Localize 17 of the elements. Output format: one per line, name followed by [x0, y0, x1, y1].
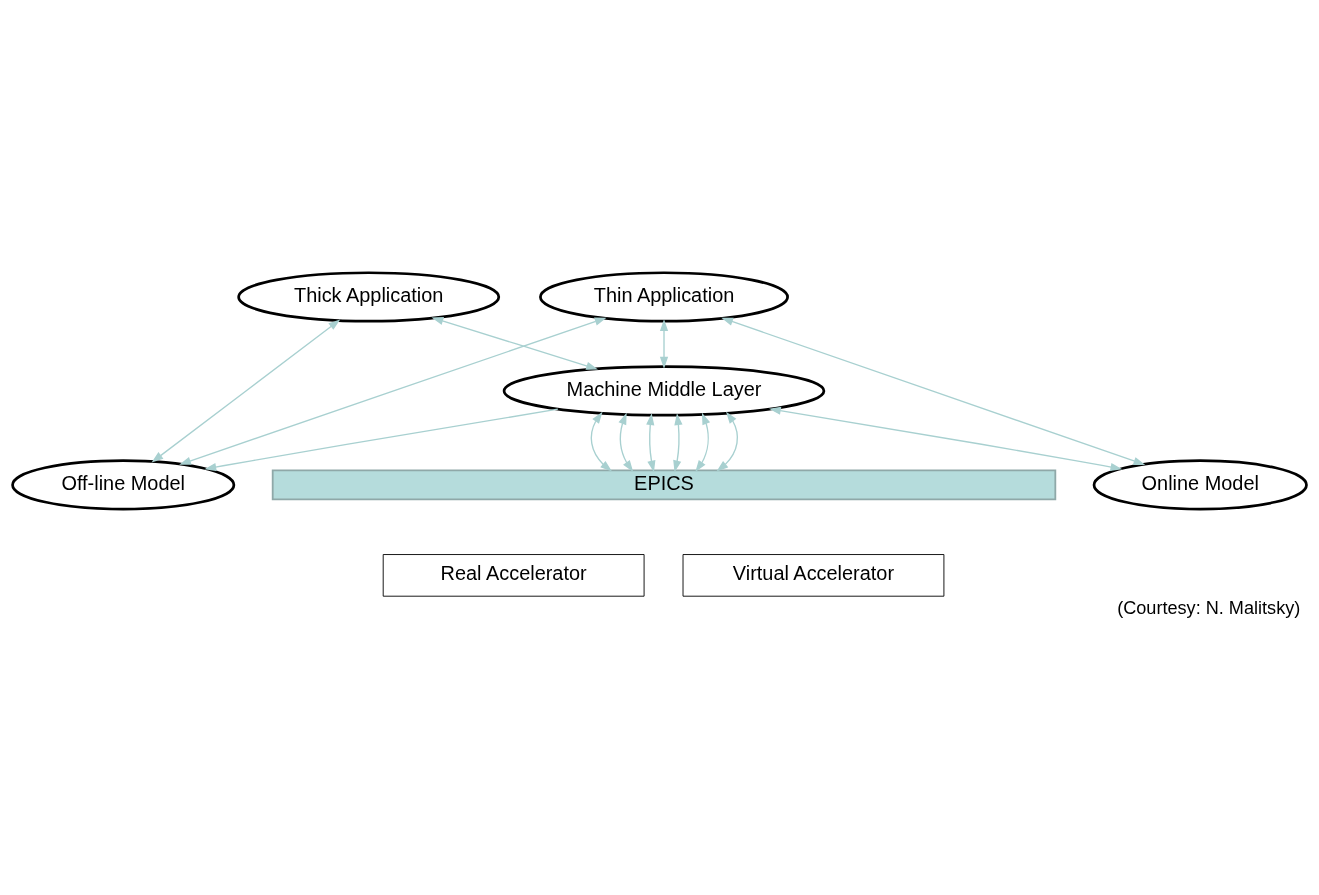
- arrow: [673, 412, 683, 472]
- node-box: Virtual Accelerator: [682, 553, 945, 597]
- node-box: EPICS: [271, 469, 1057, 500]
- caption: (Courtesy: N. Malitsky): [1117, 597, 1301, 618]
- arrow: [769, 406, 1123, 471]
- arrow: [179, 317, 607, 465]
- arrow: [695, 412, 711, 472]
- arrow: [590, 411, 612, 472]
- arrow: [646, 412, 656, 472]
- arrow: [431, 316, 598, 370]
- node-box: Real Accelerator: [382, 553, 645, 597]
- arrow: [204, 408, 559, 471]
- arrow: [659, 318, 669, 369]
- arrow: [716, 411, 739, 472]
- arrow: [721, 317, 1146, 465]
- arrow: [618, 412, 634, 472]
- arrow: [151, 318, 341, 463]
